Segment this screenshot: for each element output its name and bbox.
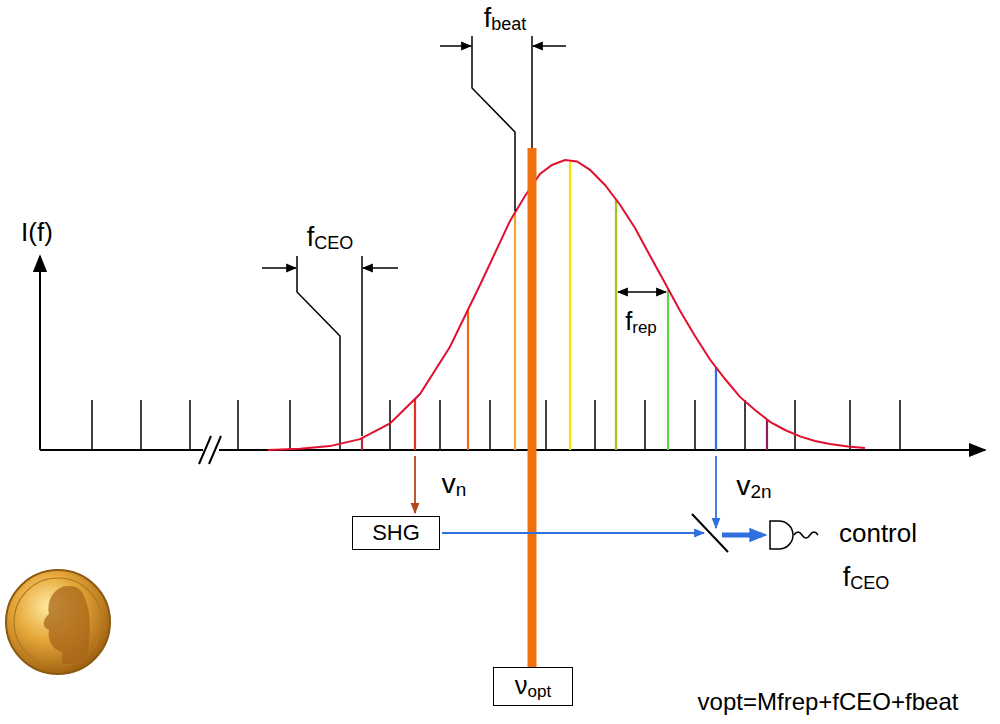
comb-tick (545, 400, 547, 450)
leader-line (472, 36, 515, 211)
axis-label: I(f) (21, 218, 53, 248)
leader-line (361, 256, 363, 436)
comb-tick (489, 400, 491, 450)
dimension-arrow (533, 45, 566, 47)
comb-tick (140, 400, 142, 450)
comb-tick (694, 400, 696, 450)
box-text: SHG (372, 520, 420, 545)
frequency-axis (40, 449, 985, 451)
control-label: control (839, 519, 917, 549)
process-box: SHG (352, 516, 440, 550)
dimension-arrow (363, 267, 398, 269)
photodetector-symbol (770, 521, 793, 549)
comb-mode (615, 200, 617, 450)
comb-tick (899, 400, 901, 450)
nobel-medal (6, 570, 110, 674)
shg-beam (442, 532, 704, 534)
formula-label: vopt=Mfrep+fCEO+fbeat (698, 688, 959, 716)
comb-tick (594, 400, 596, 450)
comb-mode (467, 310, 469, 450)
comb-tick (744, 400, 746, 450)
dimension-arrow (440, 45, 471, 47)
repetition-rate-label: frep (625, 307, 657, 338)
signal-wave (794, 532, 818, 538)
reference-laser-box: νopt (493, 667, 573, 706)
comb-modes (362, 162, 767, 450)
medal-rim (14, 578, 102, 666)
comb-ticks (92, 400, 900, 450)
axis-break (199, 436, 211, 464)
dimension-arrow (618, 291, 666, 293)
comb-tick (644, 400, 646, 450)
leader-line (297, 256, 340, 400)
ceo-frequency-label: fCEO (307, 222, 354, 254)
mode-pickoff-arrow (414, 456, 416, 513)
comb-tick (794, 400, 796, 450)
comb-tick (439, 400, 441, 450)
comb-mode (766, 419, 768, 450)
comb-mode (667, 289, 669, 450)
comb-mode (361, 438, 363, 450)
comb-mode-label: vn (442, 467, 467, 501)
beat-frequency-label: fbeat (484, 3, 527, 35)
comb-tick (849, 400, 851, 450)
medal-profile (44, 586, 90, 664)
medal-disc (6, 570, 110, 674)
comb-tick (339, 400, 341, 450)
comb-tick (91, 400, 93, 450)
comb-tick (237, 400, 239, 450)
comb-mode (715, 367, 717, 450)
comb-mode (569, 162, 571, 450)
combined-beam (722, 533, 762, 538)
comb-tick (389, 400, 391, 450)
comb-mode (514, 213, 516, 450)
dimension-arrow (262, 267, 296, 269)
comb-mode (414, 399, 416, 450)
box-text: νopt (515, 671, 551, 702)
mode-pickoff-arrow (715, 456, 717, 528)
optical-reference-line (528, 148, 537, 667)
axis-break (209, 436, 221, 464)
intensity-axis (39, 256, 41, 450)
ceo-frequency-label: fCEO (843, 562, 890, 594)
comb-tick (189, 400, 191, 450)
comb-mode-label: v2n (736, 469, 771, 503)
spectral-envelope (268, 160, 865, 450)
leader-line (531, 36, 533, 148)
comb-tick (289, 400, 291, 450)
